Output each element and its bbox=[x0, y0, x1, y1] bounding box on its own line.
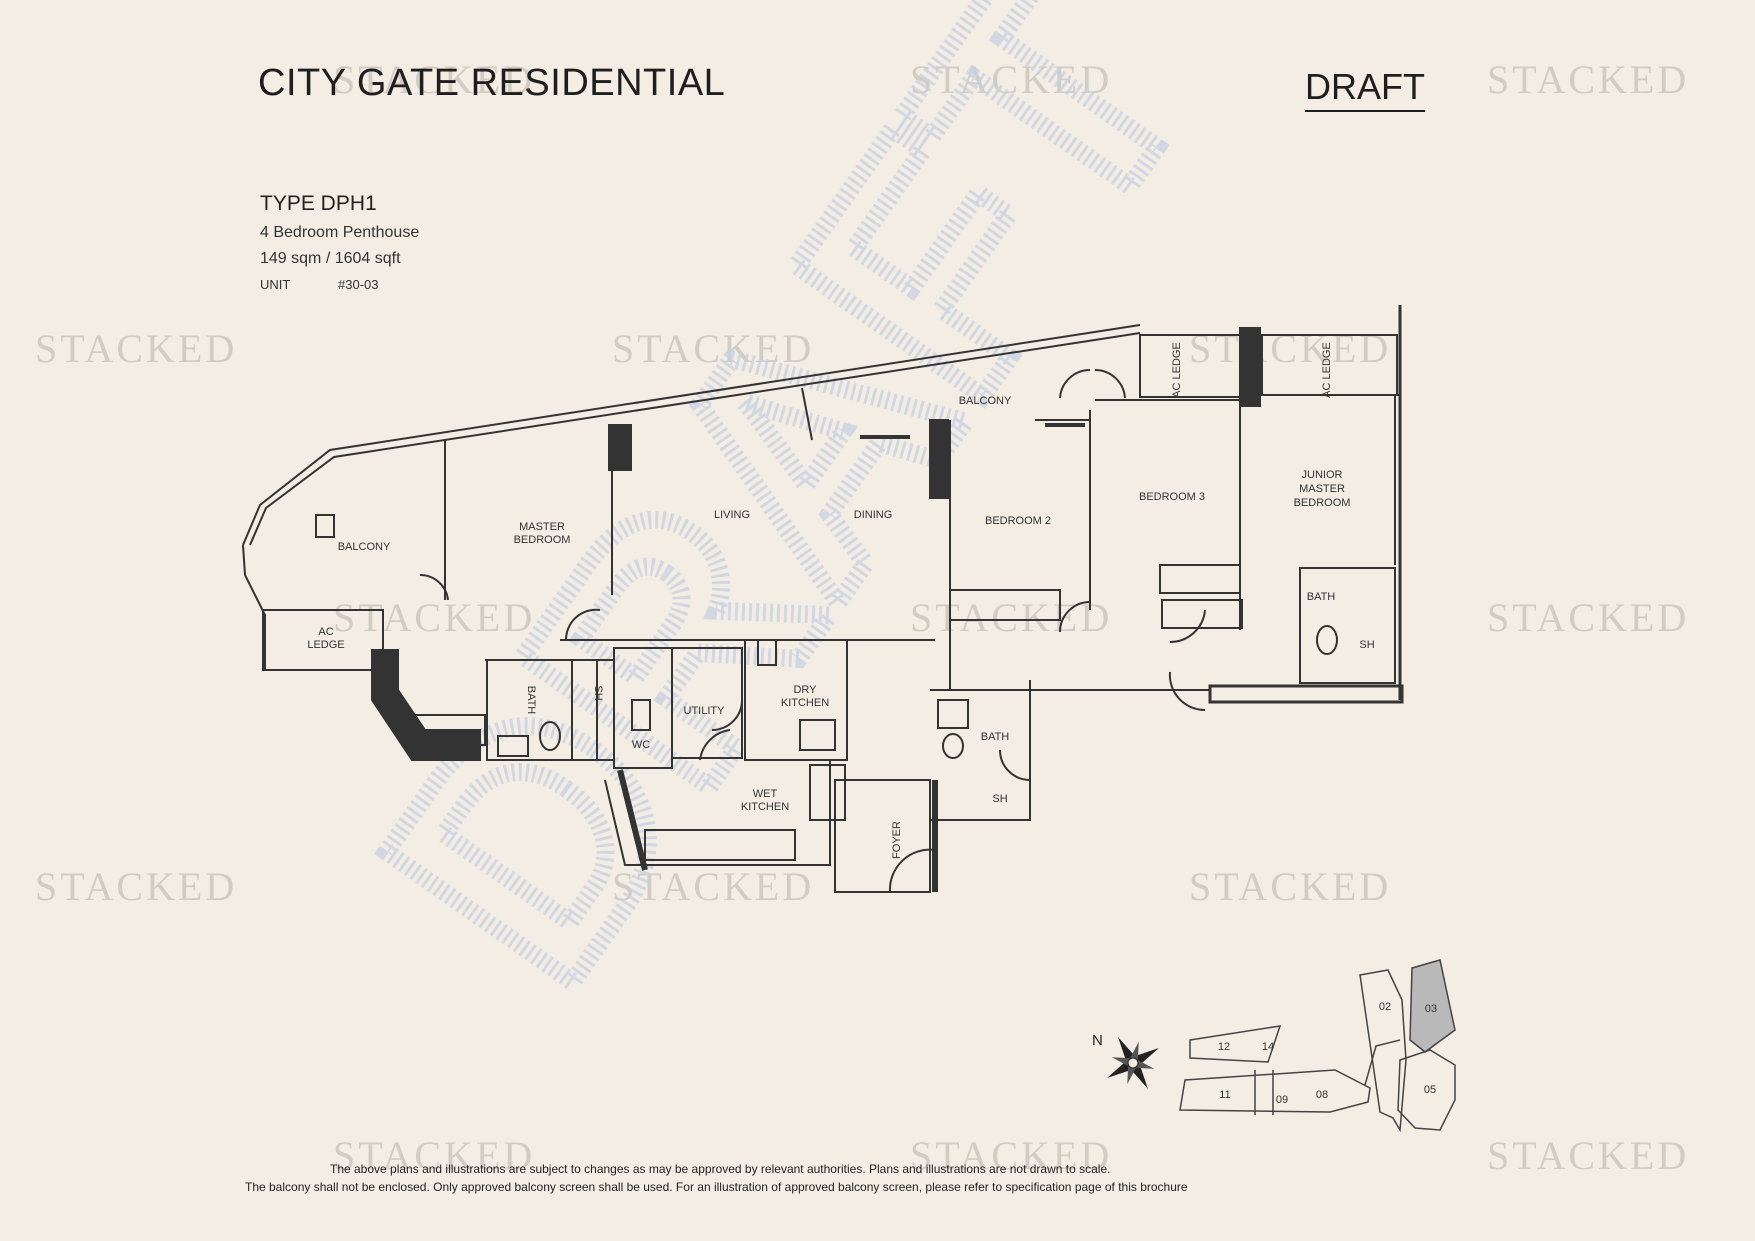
key-plan-unit: 05 bbox=[1424, 1084, 1436, 1096]
room-label-bath: BATH bbox=[525, 686, 537, 715]
north-label: N bbox=[1092, 1032, 1103, 1049]
watermark: STACKED bbox=[1189, 864, 1392, 909]
room-label-bedroom-3: BEDROOM 3 bbox=[1139, 491, 1205, 503]
disclaimer: The balcony shall not be enclosed. Only … bbox=[245, 1180, 1188, 1194]
key-plan: 12 14 11 09 08 02 03 05 bbox=[1179, 959, 1456, 1133]
room-label-living: LIVING bbox=[714, 509, 750, 521]
unit-label: UNIT bbox=[260, 277, 291, 292]
watermark: STACKED bbox=[1487, 595, 1690, 640]
unit-description: 4 Bedroom Penthouse bbox=[260, 224, 420, 241]
room-label-junior-master: JUNIOR bbox=[1302, 469, 1343, 481]
key-plan-unit: 03 bbox=[1425, 1003, 1437, 1015]
key-plan-unit: 12 bbox=[1218, 1041, 1230, 1053]
key-plan-unit: 11 bbox=[1219, 1089, 1230, 1101]
draft-label: DRAFT bbox=[1305, 66, 1425, 112]
room-label-ac-ledge: AC LEDGE bbox=[1321, 342, 1333, 398]
room-label-ac-ledge: AC LEDGE bbox=[1171, 342, 1183, 398]
room-label-wet-kitchen: WET bbox=[753, 788, 778, 800]
watermark: STACKED bbox=[333, 595, 536, 640]
watermark: STACKED bbox=[1189, 326, 1392, 371]
room-label-ac-ledge: LEDGE bbox=[307, 639, 344, 651]
room-label-bath: BATH bbox=[981, 731, 1010, 743]
watermark: STACKED bbox=[910, 595, 1113, 640]
room-label-balcony: BALCONY bbox=[338, 541, 391, 553]
key-plan-unit: 14 bbox=[1262, 1041, 1274, 1053]
draft-watermark: DRAFT bbox=[315, 0, 1259, 1040]
room-label-master-bedroom: MASTER bbox=[519, 521, 565, 533]
room-label-junior-master: MASTER bbox=[1299, 483, 1345, 495]
unit-area: 149 sqm / 1604 sqft bbox=[260, 250, 401, 267]
room-label-foyer: FOYER bbox=[891, 821, 903, 859]
key-plan-unit: 09 bbox=[1276, 1094, 1288, 1106]
watermark: STACKED bbox=[612, 326, 815, 371]
room-label-ac-ledge: AC bbox=[318, 626, 333, 638]
watermark: STACKED bbox=[612, 864, 815, 909]
unit-type: TYPE DPH1 bbox=[260, 192, 377, 215]
room-label-sh: SH bbox=[992, 793, 1007, 805]
disclaimer: The above plans and illustrations are su… bbox=[330, 1162, 1111, 1176]
watermark: STACKED bbox=[910, 1133, 1113, 1178]
watermark: STACKED bbox=[1487, 57, 1690, 102]
project-title: CITY GATE RESIDENTIAL bbox=[258, 62, 726, 104]
watermark: STACKED bbox=[333, 57, 536, 102]
room-label-wc: WC bbox=[632, 739, 650, 751]
watermark: STACKED bbox=[910, 57, 1113, 102]
watermark: STACKED bbox=[333, 1133, 536, 1178]
watermark: STACKED bbox=[1487, 1133, 1690, 1178]
room-label-bedroom-2: BEDROOM 2 bbox=[985, 515, 1051, 527]
room-label-balcony: BALCONY bbox=[959, 395, 1012, 407]
key-plan-unit: 02 bbox=[1379, 1001, 1391, 1013]
room-label-wet-kitchen: KITCHEN bbox=[741, 801, 789, 813]
key-plan-unit: 08 bbox=[1316, 1089, 1328, 1101]
room-label-dry-kitchen: DRY bbox=[793, 684, 817, 696]
watermark: STACKED bbox=[35, 326, 238, 371]
room-label-utility: UTILITY bbox=[684, 705, 726, 717]
watermark: STACKED bbox=[35, 864, 238, 909]
room-label-master-bedroom: BEDROOM bbox=[514, 534, 571, 546]
room-label-dining: DINING bbox=[854, 509, 893, 521]
room-label-sh: SH bbox=[1359, 639, 1374, 651]
room-label-dry-kitchen: KITCHEN bbox=[781, 697, 829, 709]
compass-icon bbox=[1107, 1037, 1159, 1089]
unit-number: #30-03 bbox=[338, 277, 379, 292]
room-label-junior-master: BEDROOM bbox=[1294, 497, 1351, 509]
room-label-bath: BATH bbox=[1307, 591, 1336, 603]
room-label-sh: SH bbox=[592, 685, 604, 700]
